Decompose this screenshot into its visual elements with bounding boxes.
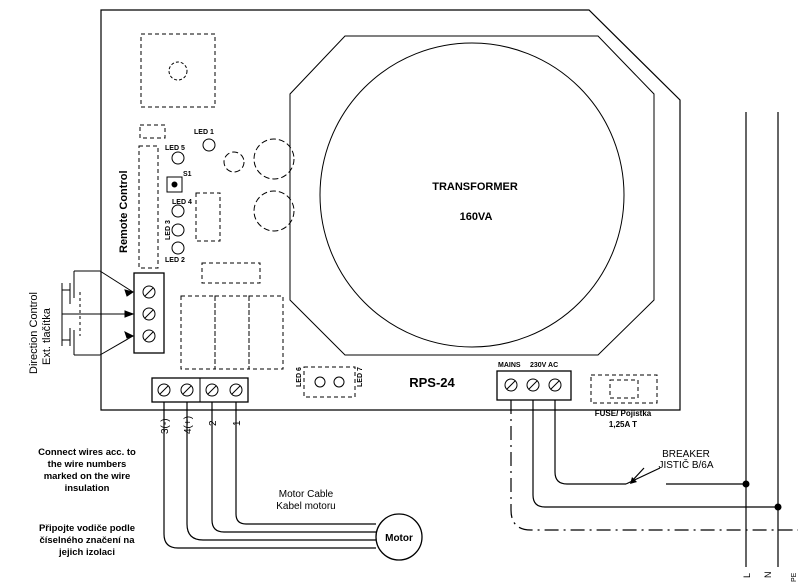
led-7 <box>333 376 345 388</box>
direction-terminal-screws <box>142 285 156 343</box>
motor-terminal-label-3: 1 <box>232 420 243 426</box>
svg-text:číselného značení na: číselného značení na <box>39 535 135 546</box>
motor-terminal-screws <box>157 383 243 397</box>
motor-terminal-label-2: 2 <box>208 420 219 426</box>
breaker-label-line1: BREAKER <box>662 449 710 460</box>
capacitor-small <box>223 151 245 173</box>
supply-label-pe: PE <box>791 572 798 582</box>
relay-1 <box>180 295 216 370</box>
svg-text:Connect wires acc. to: Connect wires acc. to <box>38 447 136 458</box>
motor-cable-wires <box>163 402 376 549</box>
remote-connector <box>138 145 159 269</box>
breaker-label-line2: JISTIČ B/6A <box>658 458 713 471</box>
mains-voltage-label: 230V AC <box>530 362 558 369</box>
led-6 <box>314 376 326 388</box>
led-1-label: LED 1 <box>194 129 214 136</box>
svg-text:marked on the wire: marked on the wire <box>44 471 131 482</box>
mains-wires <box>510 400 798 531</box>
fuse-element <box>609 379 639 399</box>
led-5 <box>171 151 185 165</box>
pcb-board-outline <box>100 9 681 411</box>
note-english: Connect wires acc. to the wire numbers m… <box>38 447 136 494</box>
direction-terminal-block <box>133 272 165 354</box>
direction-control-line1: Direction Control <box>28 292 40 374</box>
led-4 <box>171 204 185 218</box>
mains-terminal-screws <box>504 378 562 392</box>
transformer-outline <box>289 35 655 356</box>
mains-label: MAINS <box>498 362 521 369</box>
led-3-label: LED 3 <box>165 220 172 240</box>
motor-symbol <box>375 513 423 561</box>
motor-cable-label-line2: Kabel motoru <box>276 501 335 512</box>
ic-component <box>195 192 221 242</box>
led-6-7-box <box>303 366 356 398</box>
s1-button <box>166 176 183 193</box>
svg-text:the wire numbers: the wire numbers <box>48 459 127 470</box>
svg-text:Připojte vodiče podle: Připojte vodiče podle <box>39 523 135 534</box>
s1-button-dot <box>171 181 178 188</box>
supply-label-n: N <box>763 572 773 579</box>
svg-text:jejich izolaci: jejich izolaci <box>58 547 115 558</box>
resistor-block <box>201 262 261 284</box>
direction-control-line2: Ext. tlačítka <box>41 307 53 365</box>
direction-arrows <box>124 289 135 339</box>
motor-terminal-label-1: 4(+) <box>183 416 194 434</box>
ir-receiver <box>139 124 166 139</box>
transformer-rating: 160VA <box>460 211 493 223</box>
led-1 <box>202 138 216 152</box>
led-2 <box>171 241 185 255</box>
transformer-title: TRANSFORMER <box>432 181 518 193</box>
board-model: RPS-24 <box>409 375 455 390</box>
relay-3 <box>248 295 284 370</box>
junction-n <box>774 503 782 511</box>
relay-coil <box>168 61 188 81</box>
relay-component <box>140 33 216 108</box>
s1-label: S1 <box>183 171 192 178</box>
motor-cable-label-line1: Motor Cable <box>279 489 334 500</box>
supply-label-l: L <box>742 573 752 578</box>
led-7-label: LED 7 <box>357 367 364 387</box>
led-4-label: LED 4 <box>172 199 192 206</box>
fuse-label-line1: FUSE/ Pojistka <box>595 409 652 418</box>
transformer-core <box>319 42 625 348</box>
capacitor-2 <box>253 190 295 232</box>
led-5-label: LED 5 <box>165 145 185 152</box>
led-3 <box>171 223 185 237</box>
led-2-label: LED 2 <box>165 257 185 264</box>
led-6-label: LED 6 <box>296 367 303 387</box>
motor-label: Motor <box>385 533 413 544</box>
direction-pushbuttons <box>61 270 134 356</box>
svg-text:insulation: insulation <box>65 483 110 494</box>
remote-control-label: Remote Control <box>118 171 130 254</box>
mains-terminal-block <box>496 370 572 401</box>
motor-terminal-label-0: 3(-) <box>160 418 171 434</box>
fuse-label-line2: 1,25A T <box>609 420 637 429</box>
fuse-holder <box>590 374 658 404</box>
relay-2 <box>214 295 250 370</box>
note-czech: Připojte vodiče podle číselného značení … <box>39 523 135 558</box>
junction-l <box>742 480 750 488</box>
capacitor-1 <box>253 138 295 180</box>
